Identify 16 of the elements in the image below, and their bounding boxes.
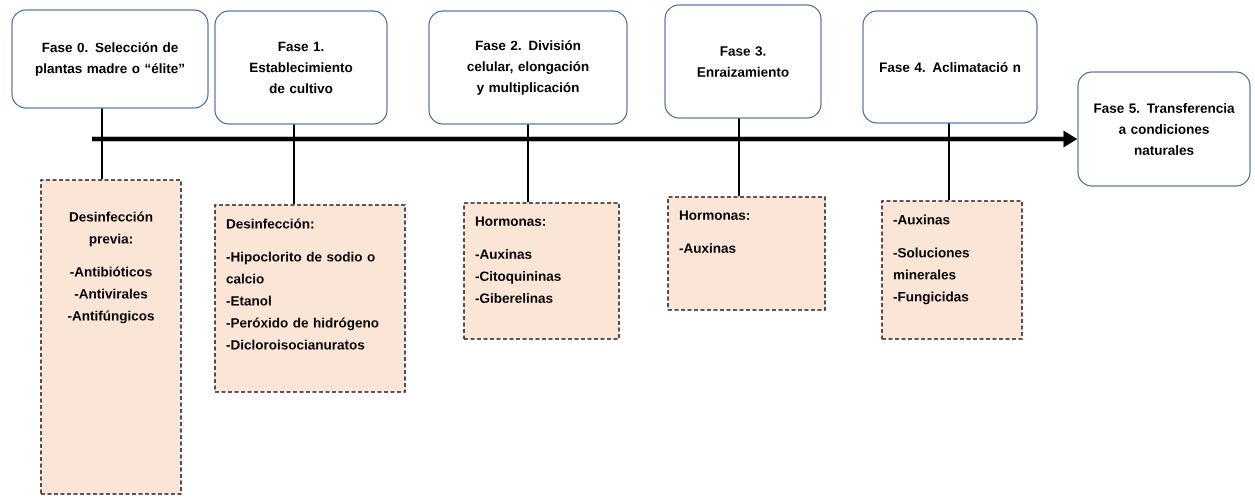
phase-box: Fase 2. División celular, elongación y multiplicación bbox=[428, 10, 628, 125]
connector-line bbox=[527, 123, 529, 204]
detail-box: Hormonas: -Auxinas -Citoquininas -Giberelinas bbox=[463, 202, 620, 340]
connector-line bbox=[738, 117, 740, 198]
phase-box: Fase 0. Selección de plantas madre o “élite” bbox=[11, 9, 209, 109]
phase-box: Fase 5. Transferencia a condiciones naturales bbox=[1077, 71, 1251, 187]
detail-box: Desinfección previa: -Antibióticos -Antivirales -Antifúngicos bbox=[40, 179, 182, 495]
connector-line bbox=[293, 123, 295, 206]
phase-box: Fase 3. Enraizamiento bbox=[664, 4, 822, 119]
connector-line bbox=[948, 122, 950, 202]
phase-box: Fase 4. Aclimatació n bbox=[862, 10, 1038, 124]
detail-box: Desinfección: -Hipoclorito de sodio o calcio -Etanol -Peróxido de hidrógeno -Dicloroisocianuratos bbox=[214, 204, 406, 393]
detail-box: -Auxinas -Soluciones minerales -Fungicidas bbox=[881, 200, 1023, 340]
phase-box: Fase 1. Establecimiento de cultivo bbox=[214, 10, 388, 125]
connector-line bbox=[101, 107, 103, 181]
detail-box: Hormonas: -Auxinas bbox=[667, 196, 826, 311]
